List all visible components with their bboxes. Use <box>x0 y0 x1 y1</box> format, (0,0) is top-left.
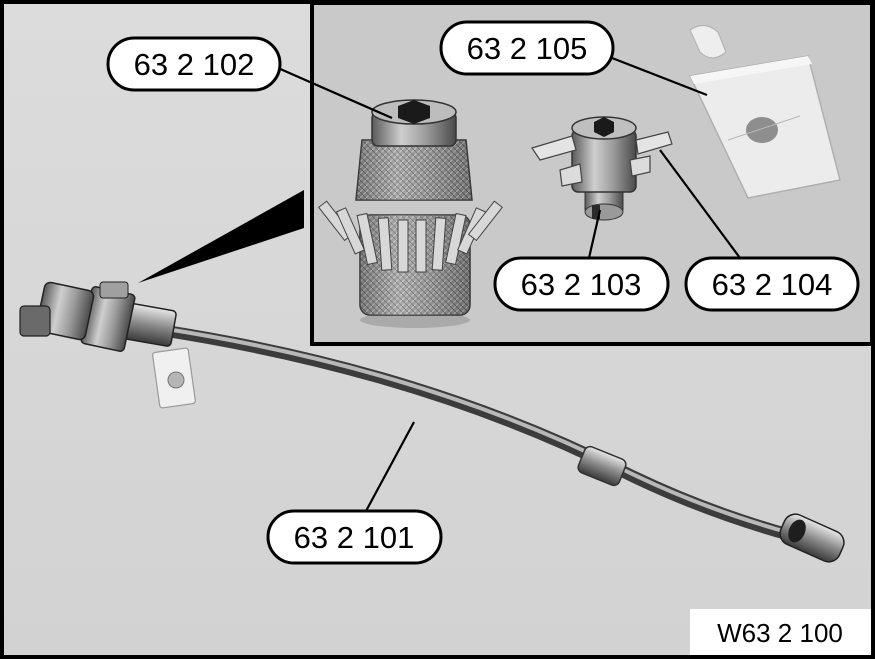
chuck-adapter-part <box>318 99 503 328</box>
callout-label: 63 2 105 <box>467 31 588 66</box>
callout-63-2-103: 63 2 103 <box>493 256 670 312</box>
callout-63-2-104: 63 2 104 <box>684 256 860 312</box>
figure-code-box: W63 2 100 <box>690 609 871 655</box>
callout-label: 63 2 104 <box>712 267 833 302</box>
callout-63-2-105: 63 2 105 <box>439 20 615 76</box>
spring-clip-part <box>531 131 673 187</box>
inset-pointer-wedge <box>138 190 304 283</box>
leader-lines <box>277 56 741 512</box>
callout-label: 63 2 103 <box>521 267 642 302</box>
leader-63-2-104 <box>659 149 741 259</box>
callout-label: 63 2 101 <box>294 520 415 555</box>
leader-63-2-101 <box>365 421 415 512</box>
leader-63-2-103 <box>587 209 602 259</box>
callout-label: 63 2 102 <box>134 47 255 82</box>
leader-63-2-102 <box>277 66 393 120</box>
leader-63-2-105 <box>611 56 708 97</box>
gasket-pad-part <box>688 24 841 199</box>
cable-assembly-part <box>19 281 845 563</box>
socket-part <box>571 116 637 221</box>
figure-code: W63 2 100 <box>717 618 843 648</box>
callout-63-2-101: 63 2 101 <box>266 509 443 565</box>
callout-63-2-102: 63 2 102 <box>106 36 282 92</box>
